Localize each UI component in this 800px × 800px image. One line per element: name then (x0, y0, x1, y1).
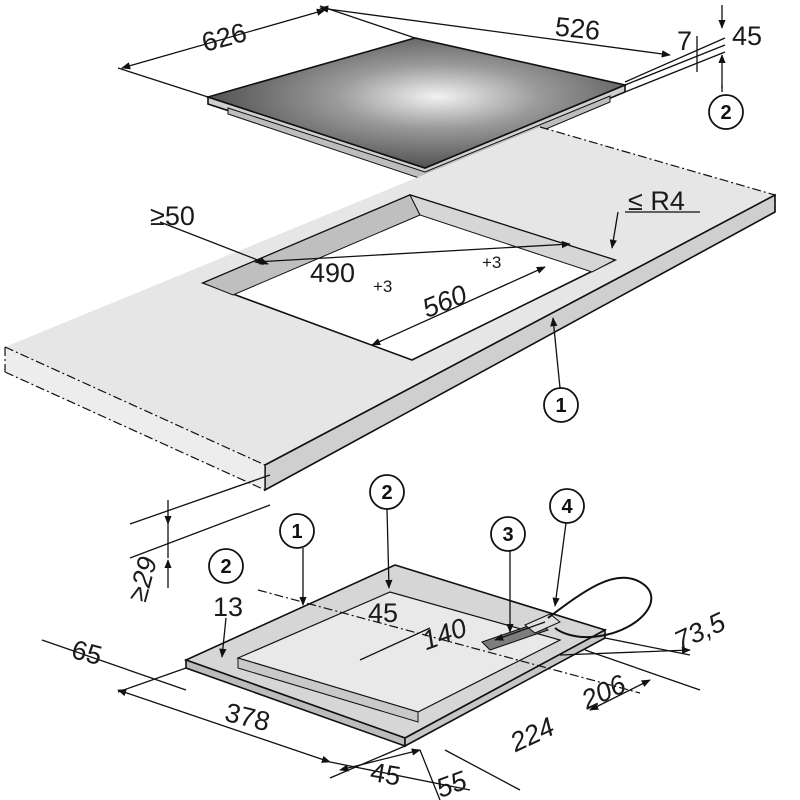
callout-4-label: 4 (561, 496, 573, 518)
hob-dimension-lines (117, 5, 726, 98)
worktop-thickness-dimension (129, 474, 271, 588)
overall-height-label: 45 (732, 21, 762, 51)
callout-4: 4 (549, 488, 585, 607)
dim-65-label: 65 (68, 634, 105, 671)
callout-2-top: 2 (708, 86, 744, 130)
callout-3: 3 (490, 516, 526, 633)
glass-thickness-label: 7 (677, 26, 692, 56)
mains-cable (547, 576, 653, 638)
callout-2-center-label: 2 (381, 482, 392, 504)
hob-depth-label: 526 (554, 11, 602, 46)
dim-73-5-label: 73,5 (670, 606, 731, 656)
callout-2-left: 2 (208, 548, 244, 658)
callout-2-left-label: 2 (220, 556, 231, 578)
hob-width-label: 626 (199, 17, 250, 58)
underside-dimension-lines (41, 621, 701, 800)
callout-1-underside: 1 (279, 513, 315, 606)
dim-13-label: 13 (213, 592, 243, 622)
cutout-width-tolerance: +3 (373, 277, 392, 296)
cutout-dimension-lines (159, 211, 700, 346)
cutout-depth-tolerance: +3 (482, 253, 501, 272)
min-front-distance-label: ≥50 (150, 201, 195, 231)
cutout-width-label: 490 (310, 258, 355, 288)
callout-1-underside-label: 1 (291, 521, 302, 543)
worktop-end-edge (5, 347, 265, 490)
dim-378-label: 378 (222, 697, 273, 737)
hob-frame (227, 95, 611, 181)
dim-206-label: 206 (576, 669, 631, 716)
callout-3-label: 3 (502, 524, 513, 546)
corner-radius-label: ≤ R4 (628, 186, 685, 216)
callout-2-center: 2 (369, 474, 405, 589)
min-worktop-thickness-label: ≥29 (122, 554, 163, 605)
callout-1-worktop-label: 1 (555, 395, 566, 417)
callout-2-top-label: 2 (720, 102, 731, 124)
dim-45-bottom-label: 45 (368, 757, 403, 792)
callout-1-worktop: 1 (543, 317, 579, 423)
dim-45-top-label: 45 (368, 598, 398, 628)
hob (205, 37, 628, 181)
